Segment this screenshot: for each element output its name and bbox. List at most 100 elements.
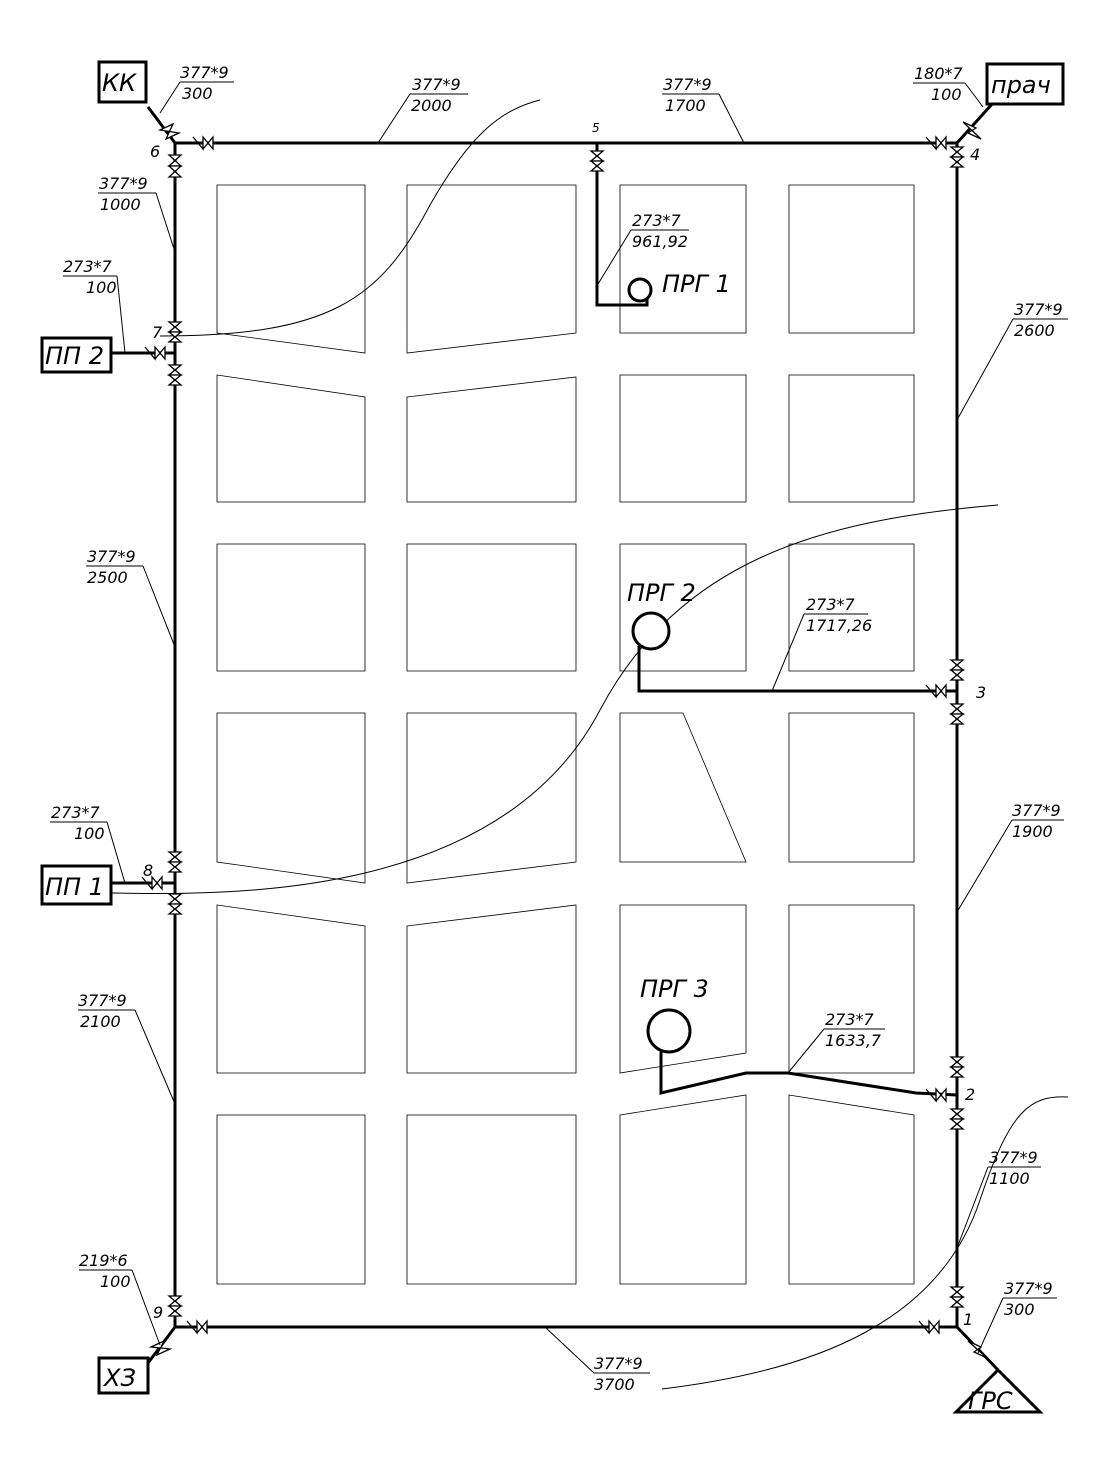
pipe-size: 377*9	[594, 1354, 643, 1373]
pipe-size: 377*9	[412, 75, 461, 94]
node-label: 4	[970, 145, 980, 164]
pipe-size: 377*9	[663, 75, 712, 94]
block	[406, 543, 577, 672]
xz-label: ХЗ	[102, 1364, 136, 1392]
grs-label: ГРС	[968, 1387, 1013, 1415]
leader-line	[956, 318, 1068, 421]
valves	[141, 121, 988, 1359]
valve-icon	[167, 861, 183, 873]
terrain-lines	[111, 99, 1069, 1390]
block	[788, 374, 915, 503]
valve-icon	[962, 121, 982, 140]
prg2-label: ПРГ 2	[627, 579, 696, 607]
block	[619, 543, 747, 672]
valve-icon	[167, 1295, 183, 1307]
node-label: 5	[592, 121, 600, 135]
leader-line	[956, 1166, 1041, 1249]
leader-line	[50, 821, 126, 884]
pipe-length: 1717,26	[806, 616, 872, 635]
valve-icon	[167, 893, 183, 905]
node-label: 2	[965, 1085, 975, 1104]
block	[406, 376, 577, 503]
pipe-size: 377*9	[99, 174, 148, 193]
pipe-size: 377*9	[1014, 300, 1063, 319]
pipe-size: 377*9	[180, 63, 229, 82]
valve-icon	[167, 364, 183, 376]
block	[619, 904, 747, 1074]
valve-icon	[949, 659, 965, 671]
block	[788, 712, 915, 863]
valve-icon	[167, 1305, 183, 1317]
valve-icon	[949, 669, 965, 681]
leader-line	[63, 275, 126, 354]
valve-icon	[967, 1340, 988, 1359]
block	[788, 543, 915, 672]
block	[619, 184, 747, 334]
pipe-size: 377*9	[87, 547, 136, 566]
pp2-box	[40, 336, 113, 374]
block	[406, 1114, 577, 1285]
pipe-size: 180*7	[914, 64, 964, 83]
pipe-length: 2000	[411, 96, 452, 115]
block	[619, 374, 747, 503]
pipe-size: 377*9	[989, 1148, 1038, 1167]
grs-triangle	[952, 1367, 1044, 1414]
prach-label: прач	[991, 71, 1051, 99]
leader-line	[662, 93, 745, 144]
node-label: 8	[143, 861, 153, 880]
block	[216, 1114, 366, 1285]
pipe-size: 273*7	[825, 1010, 875, 1029]
pipe-length: 2600	[1014, 321, 1055, 340]
pipe-size: 273*7	[806, 595, 856, 614]
pipe-length: 1100	[989, 1169, 1030, 1188]
valve-icon	[141, 875, 163, 891]
pipe-size: 273*7	[632, 211, 682, 230]
valve-icon	[589, 160, 605, 172]
valve-icon	[186, 1319, 208, 1335]
leader-line	[86, 565, 176, 648]
main-ring	[111, 101, 1000, 1372]
valve-icon	[167, 154, 183, 167]
block	[216, 904, 366, 1074]
node-label: 3	[976, 683, 986, 702]
valve-icon	[167, 374, 183, 386]
pipe-length: 1700	[665, 96, 706, 115]
block	[406, 184, 577, 354]
prach-box	[985, 62, 1065, 106]
valve-icon	[949, 1066, 965, 1078]
pipe-size: 273*7	[51, 803, 101, 822]
pipe-length: 100	[931, 85, 962, 104]
leader-line	[913, 82, 984, 108]
pipe-length: 3700	[594, 1375, 635, 1394]
node-label: 1	[963, 1310, 973, 1329]
block	[406, 904, 577, 1074]
pipe-length: 1900	[1012, 822, 1053, 841]
pipe-size: 219*6	[79, 1251, 128, 1270]
valve-icon	[949, 146, 965, 158]
valve-icon	[167, 165, 183, 178]
pipe-length: 300	[182, 84, 213, 103]
block	[216, 184, 366, 354]
terrain-curve	[661, 1096, 1069, 1390]
node-label: 6	[150, 142, 160, 161]
valve-icon	[589, 150, 605, 162]
pipe-size: 377*9	[1012, 801, 1061, 820]
valve-icon	[949, 1108, 965, 1120]
pipe-length: 300	[1004, 1300, 1035, 1319]
pipe-length: 100	[74, 824, 105, 843]
leader-line	[544, 1326, 650, 1374]
pipe-length: 100	[100, 1272, 131, 1291]
pipe-prach	[955, 101, 995, 145]
pipe-size: 377*9	[78, 991, 127, 1010]
leader-line	[771, 613, 868, 692]
pipe-length: 961,92	[632, 232, 688, 251]
block	[216, 712, 366, 884]
pipe-length: 2500	[87, 568, 128, 587]
valve-icon	[949, 703, 965, 715]
valve-icon	[144, 345, 166, 361]
pipe-length: 1000	[100, 195, 141, 214]
pipe-length: 100	[86, 278, 117, 297]
valve-icon	[192, 135, 214, 151]
valve-icon	[925, 135, 947, 151]
